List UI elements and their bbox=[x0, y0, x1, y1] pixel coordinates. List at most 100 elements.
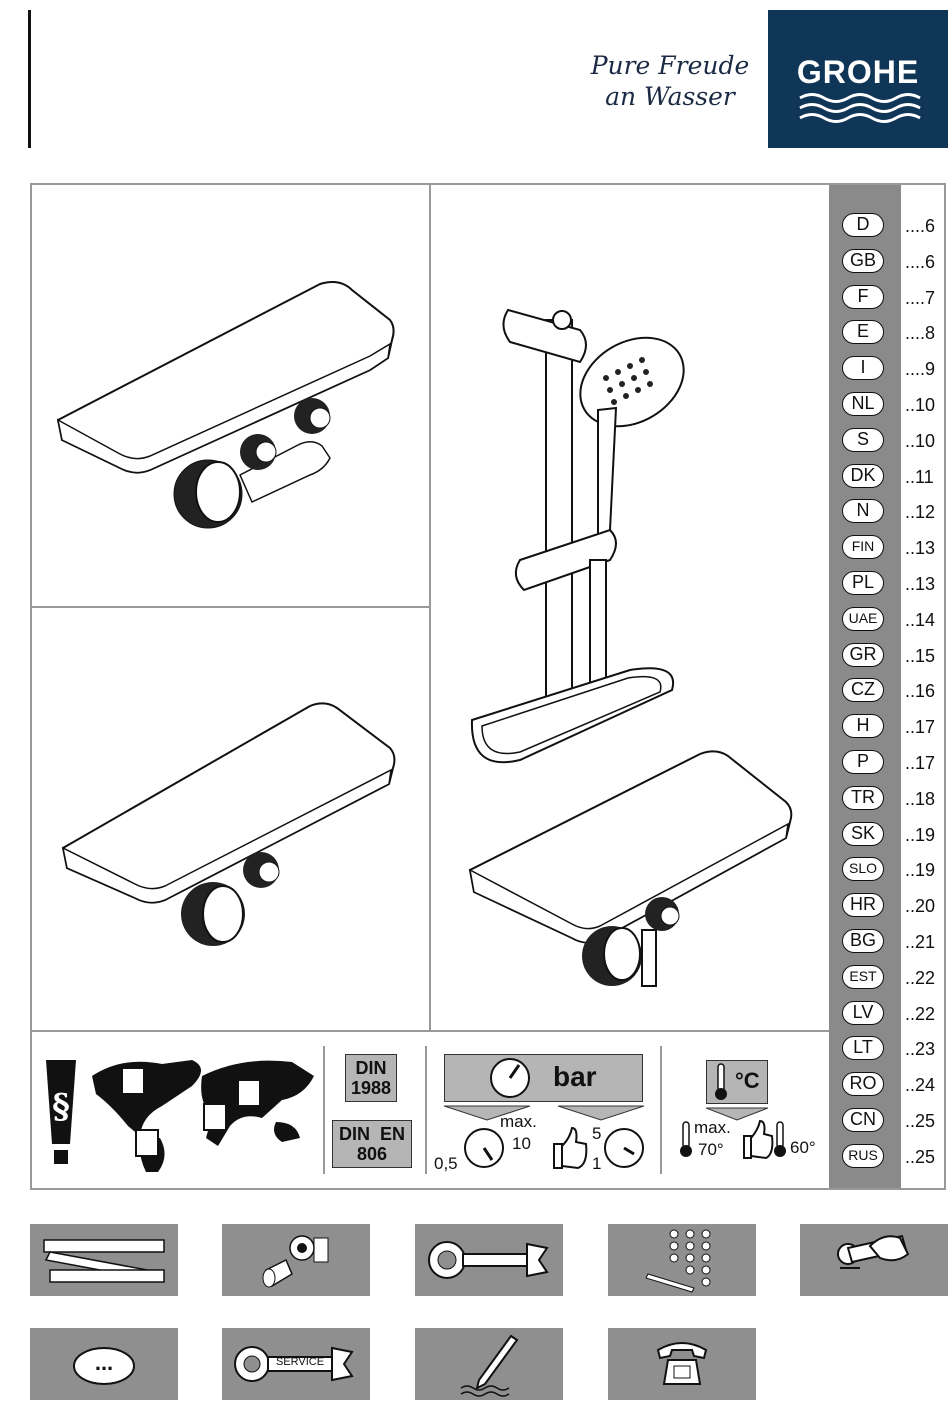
language-row[interactable]: FIN..13 bbox=[829, 530, 944, 566]
divider-bottom bbox=[32, 1030, 829, 1032]
language-code-badge: SK bbox=[842, 821, 884, 846]
language-row[interactable]: F....7 bbox=[829, 280, 944, 316]
recommended-pressure-low: 1 bbox=[592, 1154, 602, 1173]
max-pressure-value: 10 bbox=[512, 1134, 531, 1153]
service-label: SERVICE bbox=[275, 1356, 325, 1368]
language-code-badge: HR bbox=[842, 893, 884, 918]
din-1988-badge: DIN 1988 bbox=[345, 1054, 397, 1102]
language-row[interactable]: SLO..19 bbox=[829, 852, 944, 888]
language-row[interactable]: CN..25 bbox=[829, 1103, 944, 1139]
language-code-badge: P bbox=[842, 750, 884, 774]
recommended-temperature-value: 60° bbox=[790, 1138, 816, 1157]
wrench-icon bbox=[428, 1241, 549, 1279]
language-row[interactable]: HR ..20 bbox=[829, 888, 944, 924]
thermometer-icon bbox=[715, 1063, 727, 1100]
language-row[interactable]: NL..10 bbox=[829, 387, 944, 423]
language-page-number: ..17 bbox=[905, 753, 936, 773]
tile-installation[interactable] bbox=[222, 1224, 370, 1296]
more-icon bbox=[73, 1347, 135, 1385]
din-1988-line-1: DIN bbox=[355, 1058, 387, 1078]
language-row[interactable]: D....6 bbox=[829, 208, 944, 244]
temperature-unit: °C bbox=[735, 1068, 760, 1093]
language-code-badge: GB bbox=[842, 248, 884, 273]
tile-grab-bar[interactable] bbox=[800, 1224, 948, 1296]
language-code-badge: LT bbox=[842, 1036, 884, 1061]
language-page-number: ..12 bbox=[905, 502, 936, 523]
max-temperature-thermometer-icon bbox=[680, 1121, 692, 1157]
language-row[interactable]: N ..12 bbox=[829, 494, 944, 530]
tile-maintenance[interactable] bbox=[415, 1328, 563, 1400]
language-page-number: ..13 bbox=[905, 538, 936, 559]
language-page-number: ....6 bbox=[905, 251, 936, 272]
divider-left-middle bbox=[32, 606, 430, 608]
language-code-badge: S bbox=[842, 427, 884, 452]
installation-icon bbox=[262, 1235, 329, 1288]
language-page-number: ..13 bbox=[905, 574, 936, 594]
phone-icon bbox=[656, 1342, 708, 1385]
language-row[interactable]: S..10 bbox=[829, 423, 944, 459]
language-row[interactable]: E....8 bbox=[829, 315, 944, 351]
language-page-number: ..19 bbox=[905, 824, 936, 845]
din-1988-line-2: 1988 bbox=[350, 1078, 392, 1098]
max-temperature-value: 70° bbox=[698, 1140, 724, 1159]
language-row[interactable]: UAE..14 bbox=[829, 602, 944, 638]
language-row[interactable]: LV..22 bbox=[829, 996, 944, 1032]
slogan: Pure Freude an Wasser bbox=[585, 50, 755, 112]
temperature-unit-box: °C bbox=[706, 1060, 768, 1104]
divider-pressure bbox=[660, 1046, 662, 1174]
language-page-number: ..14 bbox=[905, 609, 936, 630]
language-code-badge: DK bbox=[842, 463, 884, 488]
language-code-badge: E bbox=[842, 320, 884, 345]
maintenance-icon bbox=[460, 1334, 519, 1397]
max-pressure-gauge-icon bbox=[464, 1128, 504, 1168]
language-page-number: ....6 bbox=[905, 216, 936, 236]
language-page-number: ..15 bbox=[905, 645, 936, 666]
language-row[interactable]: P ..17 bbox=[829, 745, 944, 781]
tile-dimensions[interactable] bbox=[30, 1224, 178, 1296]
tile-phone[interactable] bbox=[608, 1328, 756, 1400]
language-row[interactable]: H ..17 bbox=[829, 709, 944, 745]
language-code-badge: CZ bbox=[842, 678, 884, 703]
language-page-number: ..23 bbox=[905, 1039, 936, 1060]
language-row[interactable]: RUS..25 bbox=[829, 1139, 944, 1175]
language-page-number: ..20 bbox=[905, 896, 936, 917]
language-code-badge: F bbox=[842, 284, 884, 309]
language-page-number: ....9 bbox=[905, 359, 936, 380]
language-row[interactable]: BG..21 bbox=[829, 924, 944, 960]
tile-spare-parts[interactable] bbox=[608, 1224, 756, 1296]
language-row[interactable]: DK..11 bbox=[829, 459, 944, 495]
din-en-line-2: 806 bbox=[356, 1144, 388, 1164]
language-page-number: ..25 bbox=[905, 1111, 936, 1131]
language-page-number: ..19 bbox=[905, 860, 936, 881]
spare-parts-icon bbox=[645, 1229, 711, 1293]
language-code-badge: GR bbox=[842, 642, 884, 667]
tile-wrench[interactable] bbox=[415, 1224, 563, 1296]
pressure-gauge-icon bbox=[490, 1058, 530, 1098]
pressure-unit-box: bar bbox=[444, 1054, 643, 1102]
max-temperature-label: max. bbox=[694, 1118, 731, 1137]
brand-name: GROHE bbox=[796, 54, 920, 90]
divider-din bbox=[425, 1046, 427, 1174]
language-code-badge: LV bbox=[842, 1000, 884, 1025]
recommended-pressure-high: 5 bbox=[592, 1124, 602, 1143]
language-row[interactable]: PL..13 bbox=[829, 566, 944, 602]
language-row[interactable]: RO..24 bbox=[829, 1067, 944, 1103]
language-row[interactable]: GB ....6 bbox=[829, 244, 944, 280]
language-row[interactable]: CZ..16 bbox=[829, 673, 944, 709]
tile-more[interactable]: ... bbox=[30, 1328, 178, 1400]
language-code-badge: H bbox=[842, 714, 884, 739]
language-row[interactable]: I....9 bbox=[829, 351, 944, 387]
tile-service[interactable]: SERVICE bbox=[222, 1328, 370, 1400]
language-row[interactable]: GR ..15 bbox=[829, 638, 944, 674]
language-page-number: ..17 bbox=[905, 717, 936, 738]
language-row[interactable]: EST..22 bbox=[829, 960, 944, 996]
main-frame bbox=[30, 183, 946, 1190]
language-page-number: ..21 bbox=[905, 932, 936, 952]
language-row[interactable]: LT ..23 bbox=[829, 1031, 944, 1067]
language-row[interactable]: TR..18 bbox=[829, 781, 944, 817]
language-page-number: ..18 bbox=[905, 788, 936, 809]
language-code-badge: N bbox=[842, 499, 884, 524]
language-row[interactable]: SK ..19 bbox=[829, 817, 944, 853]
language-page-number: ..24 bbox=[905, 1075, 936, 1096]
language-page-number: ..10 bbox=[905, 395, 936, 415]
